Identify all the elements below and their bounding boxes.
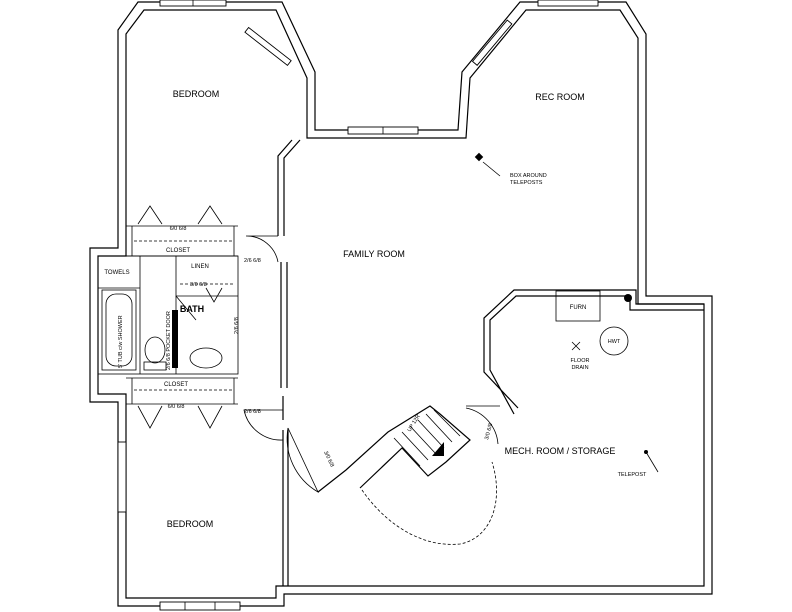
- room-family-room: FAMILY ROOM: [343, 249, 405, 259]
- door-bedroom-top: 2/6 6/8: [244, 258, 261, 264]
- window-rec-top: [537, 0, 599, 7]
- door-stair-left: 3/0 6/8: [322, 450, 335, 468]
- chimney-icon: [624, 294, 632, 302]
- furnace-box: [555, 290, 601, 322]
- toilet-tank: [143, 361, 167, 371]
- pocket-door-wall: [172, 310, 178, 368]
- telepost-icon: [644, 450, 659, 473]
- sink: [189, 347, 223, 369]
- interior-walls: [97, 139, 704, 586]
- door-pocket: 2/6 6/8 POCKET DOOR: [166, 311, 172, 370]
- windows: [117, 0, 599, 611]
- door-bath: 2/6 6/8: [234, 317, 240, 334]
- label-towels: TOWELS: [104, 270, 129, 276]
- room-mech-storage: MECH. ROOM / STORAGE: [505, 446, 616, 456]
- label-box-around-1: BOX AROUND: [510, 173, 547, 179]
- label-hwt: HWT: [608, 339, 621, 345]
- door-bedroom-bottom: 2/6 6/8: [244, 409, 261, 415]
- door-closet-top: 6/0 6/8: [170, 226, 187, 232]
- window-bedroom-bottom-side: [117, 441, 127, 513]
- label-furn: FURN: [570, 305, 587, 311]
- toilet-bowl: [144, 336, 166, 364]
- room-bath: BATH: [180, 304, 204, 314]
- label-closet-bottom: CLOSET: [164, 382, 188, 388]
- staircase: [317, 405, 471, 493]
- room-rec-room: REC ROOM: [535, 92, 585, 102]
- doors: [134, 205, 499, 545]
- room-bedroom-top: BEDROOM: [173, 89, 220, 99]
- door-closet-bottom: 6/0 6/8: [168, 404, 185, 410]
- window-bedroom-angled: [244, 26, 292, 67]
- label-floor-drain-2: DRAIN: [571, 365, 588, 371]
- window-rec-angled: [471, 19, 513, 66]
- window-bedroom-bottom: [159, 601, 241, 611]
- floor-drain-icon: [571, 341, 581, 351]
- room-bedroom-bottom: BEDROOM: [167, 519, 214, 529]
- label-closet-top: CLOSET: [166, 248, 190, 254]
- label-telepost: TELEPOST: [618, 472, 647, 478]
- door-linen: 3/0 6/8: [190, 282, 207, 288]
- label-floor-drain-1: FLOOR: [571, 358, 590, 364]
- label-tub-shower: 5' TUB c/w SHOWER: [118, 315, 124, 368]
- stair-direction-arrow: [432, 442, 444, 456]
- box-around-teleposts-icon: [474, 152, 501, 177]
- hot-water-tank: [599, 326, 629, 356]
- label-linen: LINEN: [191, 264, 209, 270]
- label-box-around-2: TELEPOSTS: [510, 180, 543, 186]
- fixtures: [101, 152, 659, 473]
- door-stair-right: 3/0 6/8: [484, 423, 494, 441]
